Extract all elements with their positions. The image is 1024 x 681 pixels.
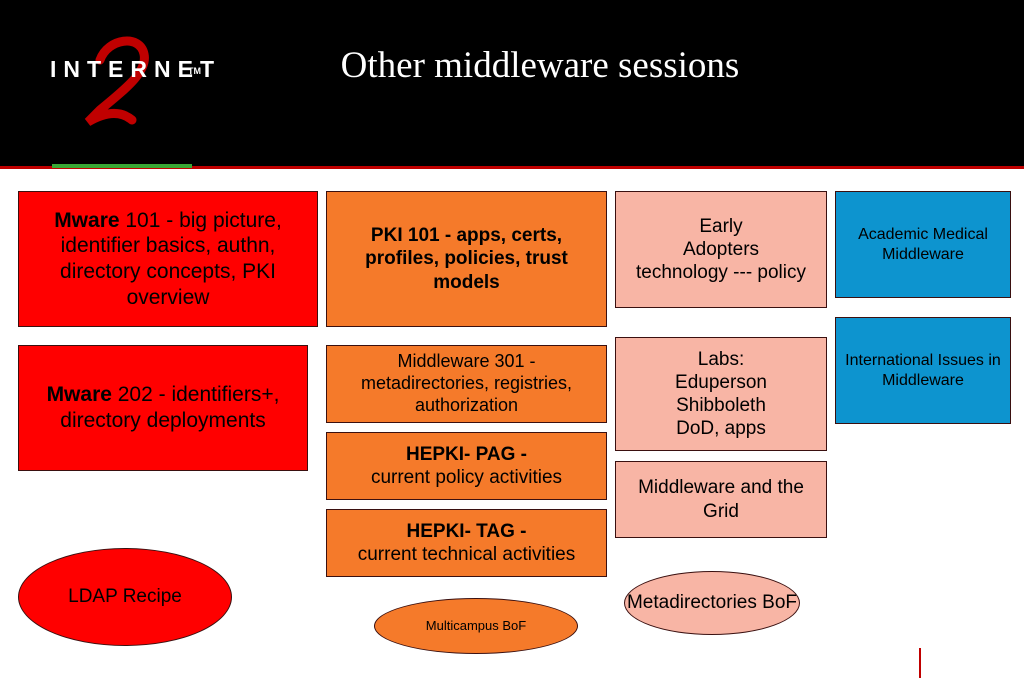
session-hepki-tag-bold: HEPKI- TAG - [406, 520, 527, 542]
session-hepki-pag: HEPKI- PAG - current policy activities [326, 432, 607, 500]
session-early-adopters-line3: technology --- policy [635, 262, 807, 284]
session-labs: Labs: Eduperson Shibboleth DoD, apps [615, 337, 827, 451]
session-ldap-recipe-label: LDAP Recipe [68, 585, 182, 607]
session-middleware-grid: Middleware and the Grid [615, 461, 827, 538]
session-metadirectories-bof-label: Metadirectories BoF [626, 591, 797, 613]
session-hepki-pag-desc: current policy activities [370, 467, 563, 488]
slide-title: Other middleware sessions [340, 45, 740, 86]
session-middleware-301-label: Middleware 301 - metadirectories, regist… [360, 351, 573, 415]
session-labs-line3: Shibboleth [676, 395, 766, 416]
session-hepki-tag-desc: current technical activities [357, 544, 576, 565]
session-mware-101-text: Mware 101 - big picture, identifier basi… [25, 208, 311, 310]
internet2-logo-numeral [84, 36, 149, 126]
session-mware-202-text: Mware 202 - identifiers+, directory depl… [25, 382, 301, 433]
session-middleware-grid-label: Middleware and the Grid [638, 477, 804, 522]
session-mware-101-desc: 101 - big picture, identifier basics, au… [60, 208, 282, 309]
session-academic-medical: Academic Medical Middleware [835, 191, 1011, 298]
session-pki-101: PKI 101 - apps, certs, profiles, policie… [326, 191, 607, 327]
session-metadirectories-bof: Metadirectories BoF [624, 571, 800, 635]
session-international-issues-label: International Issues in Middleware [845, 351, 1001, 389]
session-ldap-recipe: LDAP Recipe [18, 548, 232, 646]
session-international-issues: International Issues in Middleware [835, 317, 1011, 424]
session-mware-202-bold: Mware [46, 383, 112, 407]
internet2-logo-text: INTERNET [50, 56, 221, 82]
header-bar [0, 0, 1024, 168]
session-multicampus-bof-label: Multicampus BoF [425, 618, 527, 634]
session-labs-line2: Eduperson [675, 371, 767, 393]
header-rule-red [0, 166, 1024, 169]
session-mware-202: Mware 202 - identifiers+, directory depl… [18, 345, 308, 471]
internet2-logo-tm: TM [188, 66, 201, 76]
session-early-adopters-line1: Early [699, 215, 743, 237]
session-mware-101-bold: Mware [54, 208, 120, 232]
session-multicampus-bof: Multicampus BoF [374, 598, 578, 654]
session-early-adopters: Early Adopters technology --- policy [615, 191, 827, 308]
session-early-adopters-line2: Adopters [682, 238, 760, 260]
session-middleware-301: Middleware 301 - metadirectories, regist… [326, 345, 607, 423]
session-pki-101-label: PKI 101 - apps, certs, profiles, policie… [365, 225, 568, 293]
header-rule-green [52, 164, 192, 168]
session-labs-line4: DoD, apps [676, 418, 766, 440]
corner-mark [919, 648, 921, 678]
session-mware-101: Mware 101 - big picture, identifier basi… [18, 191, 318, 327]
session-mware-202-desc: 202 - identifiers+, directory deployment… [60, 383, 280, 432]
session-labs-line1: Labs: [697, 348, 745, 370]
session-hepki-pag-bold: HEPKI- PAG - [405, 443, 528, 465]
session-hepki-tag: HEPKI- TAG - current technical activitie… [326, 509, 607, 577]
session-academic-medical-label: Academic Medical Middleware [858, 225, 988, 263]
